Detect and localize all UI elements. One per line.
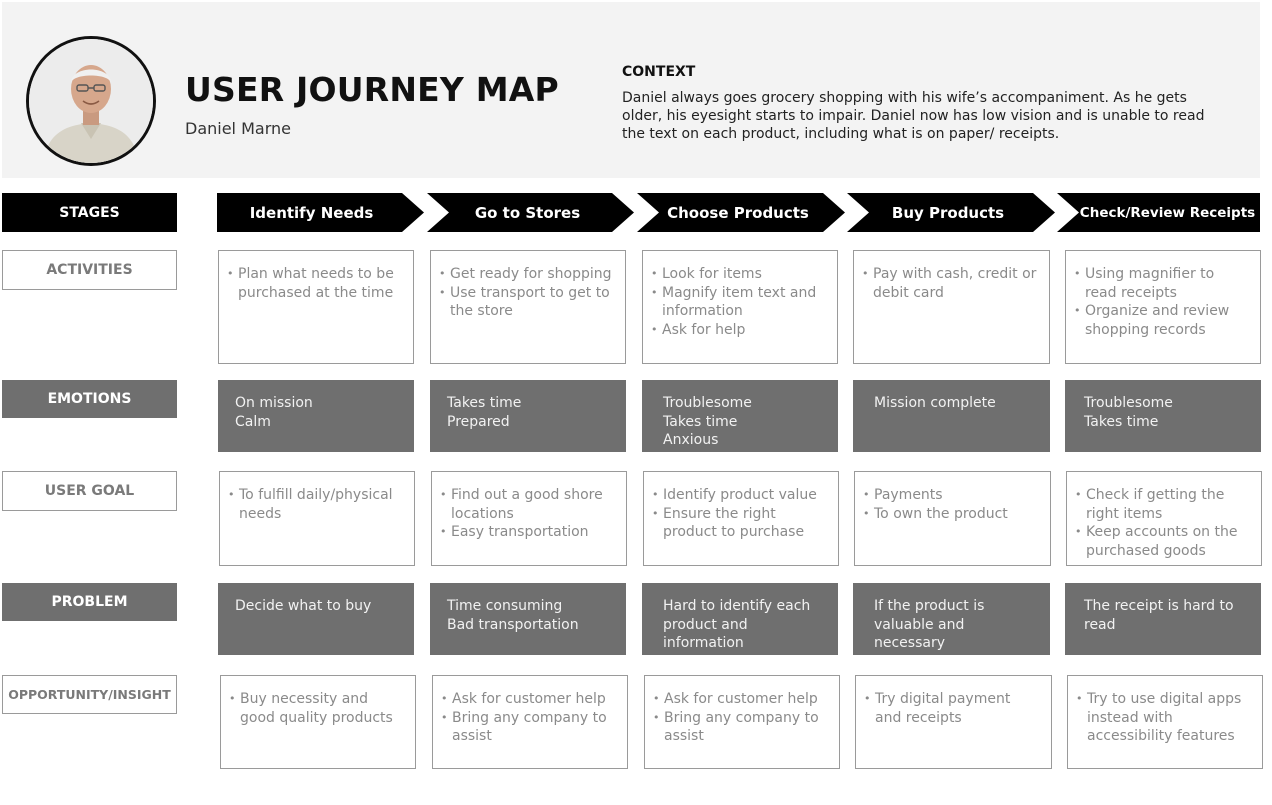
emotion-text: Takes time [663,413,738,430]
emotion-text: Troublesome [663,395,752,411]
problem-text: Decide what to buy [235,598,372,614]
user-portrait-icon [29,39,153,163]
list-item: Keep accounts on the purchased goods [1075,523,1251,560]
opportunity-cell: Buy necessity and good quality products [220,675,416,769]
list-item: To own the product [863,505,1040,524]
list-item: Find out a good shore locations [440,486,616,523]
problem-text: Bad transportation [447,616,579,633]
row-label-stages: STAGES [2,193,177,232]
emotion-text: Mission complete [874,395,996,411]
opportunity-cell: Try to use digital apps instead with acc… [1067,675,1263,769]
problem-text: Time consuming [447,598,563,614]
context-text: Daniel always goes grocery shopping with… [622,90,1205,142]
list-item: Use transport to get to the store [439,284,615,321]
activities-cell: Get ready for shoppingUse transport to g… [430,250,626,364]
list-item: Bring any company to assist [441,709,617,746]
list-item: Get ready for shopping [439,265,615,284]
avatar [26,36,156,166]
user-goal-cell: PaymentsTo own the product [854,471,1051,566]
problem-text: If the product is valuable and necessary [874,598,985,651]
list-item: Payments [863,486,1040,505]
problem-cell: Time consuming Bad transportation [430,583,626,655]
row-label-emotions: EMOTIONS [2,380,177,418]
stage-go-to-stores: Go to Stores [427,193,634,232]
header-panel: USER JOURNEY MAP Daniel Marne CONTEXT Da… [2,2,1260,178]
list-item: Ask for help [651,321,827,340]
user-goal-cell: Find out a good shore locationsEasy tran… [431,471,627,566]
problem-cell: Hard to identify each product and inform… [642,583,838,655]
user-goal-cell: Check if getting the right itemsKeep acc… [1066,471,1262,566]
emotions-cell: On mission Calm [218,380,414,452]
context-heading: CONTEXT [622,64,696,80]
page-title: USER JOURNEY MAP [185,70,559,109]
list-item: Bring any company to assist [653,709,829,746]
emotion-text: Calm [235,413,271,430]
activities-cell: Plan what needs to be purchased at the t… [218,250,414,364]
list-item: Plan what needs to be purchased at the t… [227,265,403,302]
problem-cell: The receipt is hard to read [1065,583,1261,655]
persona-name: Daniel Marne [185,119,291,138]
row-label-opportunity: OPPORTUNITY/INSIGHT [2,675,177,714]
activities-cell: Using magnifier to read receiptsOrganize… [1065,250,1261,364]
list-item: Ask for customer help [653,690,829,709]
list-item: To fulfill daily/physical needs [228,486,404,523]
list-item: Ask for customer help [441,690,617,709]
list-item: Identify product value [652,486,828,505]
emotion-text: Takes time [1084,413,1159,430]
emotion-text: On mission [235,395,313,411]
stage-check-review-receipts: Check/Review Receipts [1057,193,1260,232]
emotions-cell: Troublesome Takes time [1065,380,1261,452]
opportunity-cell: Ask for customer helpBring any company t… [432,675,628,769]
list-item: Organize and review shopping records [1074,302,1250,339]
user-goal-cell: To fulfill daily/physical needs [219,471,415,566]
stage-identify-needs: Identify Needs [217,193,424,232]
list-item: Buy necessity and good quality products [229,690,405,727]
emotion-text: Prepared [447,413,510,430]
problem-text: The receipt is hard to read [1084,598,1234,633]
activities-cell: Pay with cash, credit or debit card [853,250,1050,364]
emotion-text: Troublesome [1084,395,1173,411]
list-item: Easy transportation [440,523,616,542]
emotion-text: Anxious [663,432,719,448]
list-item: Using magnifier to read receipts [1074,265,1250,302]
row-label-user-goal: USER GOAL [2,471,177,511]
opportunity-cell: Try digital payment and receipts [855,675,1052,769]
opportunity-cell: Ask for customer helpBring any company t… [644,675,840,769]
stage-choose-products: Choose Products [637,193,845,232]
user-goal-cell: Identify product valueEnsure the right p… [643,471,839,566]
emotions-cell: Takes time Prepared [430,380,626,452]
stage-buy-products: Buy Products [847,193,1055,232]
list-item: Look for items [651,265,827,284]
list-item: Check if getting the right items [1075,486,1251,523]
list-item: Magnify item text and information [651,284,827,321]
emotions-cell: Troublesome Takes time Anxious [642,380,838,452]
activities-cell: Look for itemsMagnify item text and info… [642,250,838,364]
problem-cell: Decide what to buy [218,583,414,655]
list-item: Pay with cash, credit or debit card [862,265,1039,302]
row-label-activities: ACTIVITIES [2,250,177,290]
emotion-text: Takes time [447,395,522,411]
problem-text: Hard to identify each product and inform… [663,598,811,651]
list-item: Try to use digital apps instead with acc… [1076,690,1252,746]
emotions-cell: Mission complete [853,380,1050,452]
list-item: Try digital payment and receipts [864,690,1041,727]
list-item: Ensure the right product to purchase [652,505,828,542]
problem-cell: If the product is valuable and necessary [853,583,1050,655]
row-label-problem: PROBLEM [2,583,177,621]
